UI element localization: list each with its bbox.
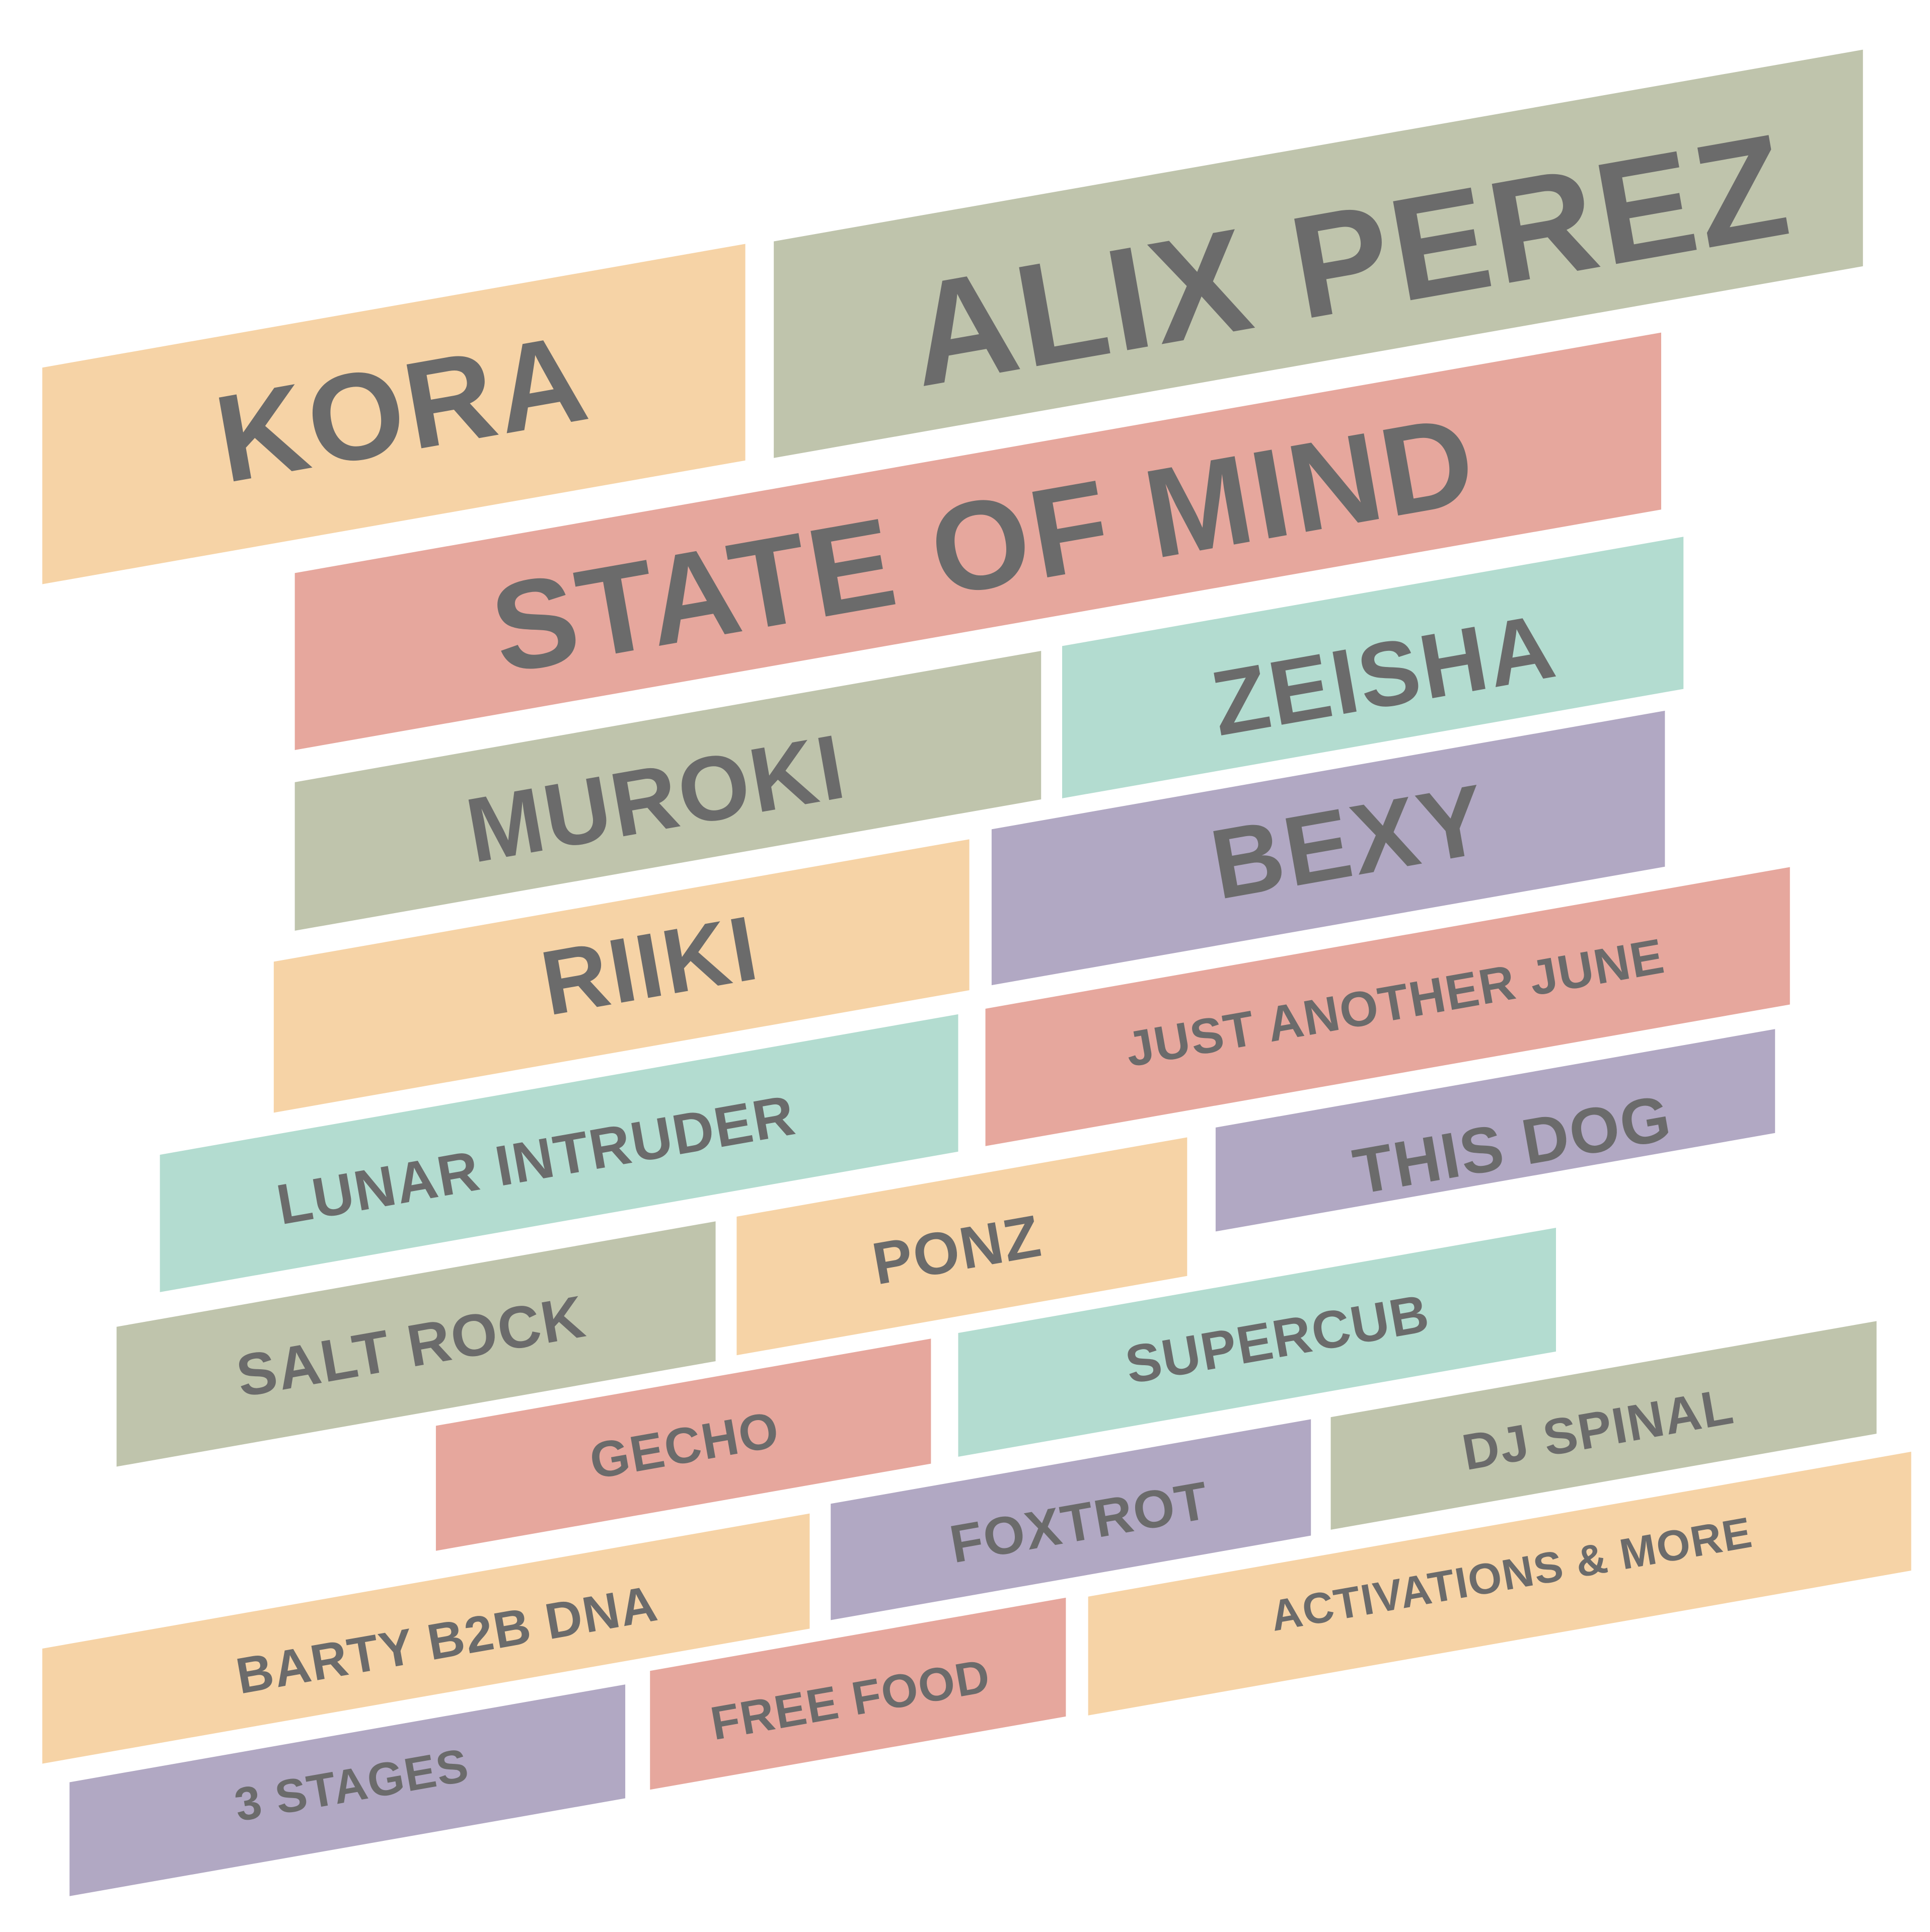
act-block-supercub: SUPERCUB [958, 1227, 1556, 1457]
act-block-background [160, 1014, 958, 1292]
act-block-background [1088, 1451, 1911, 1716]
act-block-foxtrot: FOXTROT [831, 1419, 1311, 1620]
act-block-ponz: PONZ [736, 1137, 1187, 1356]
act-block-background [273, 839, 970, 1113]
act-block-background [736, 1137, 1187, 1356]
act-block-background [42, 244, 746, 584]
act-block-background [831, 1419, 1311, 1620]
act-block-background [435, 1339, 931, 1551]
act-block-background [294, 332, 1662, 750]
act-block-background [985, 867, 1790, 1146]
act-block-background [294, 650, 1042, 931]
act-block-bexy: BEXY [991, 710, 1665, 986]
act-block-muroki: MUROKI [294, 650, 1042, 931]
act-block-background [42, 1513, 810, 1764]
act-block-background [116, 1221, 716, 1467]
act-block-background [958, 1227, 1556, 1457]
act-block-salt-rock: SALT ROCK [116, 1221, 716, 1467]
act-block-dj-spinal: DJ SPINAL [1330, 1321, 1877, 1530]
act-block-3-stages: 3 STAGES [69, 1684, 626, 1896]
act-block-background [774, 49, 1863, 458]
act-block-background [1062, 537, 1684, 798]
act-block-kora: KORA [42, 244, 746, 584]
act-block-gecho: GECHO [435, 1339, 931, 1551]
act-block-background [1330, 1321, 1877, 1530]
act-block-just-another-june: JUST ANOTHER JUNE [985, 867, 1790, 1146]
act-block-free-food: FREE FOOD [650, 1597, 1066, 1790]
act-block-background [650, 1597, 1066, 1790]
act-block-riiki: RIIKI [273, 839, 970, 1113]
act-block-background [1215, 1029, 1775, 1232]
act-block-background [991, 710, 1665, 986]
act-block-background [69, 1684, 626, 1896]
